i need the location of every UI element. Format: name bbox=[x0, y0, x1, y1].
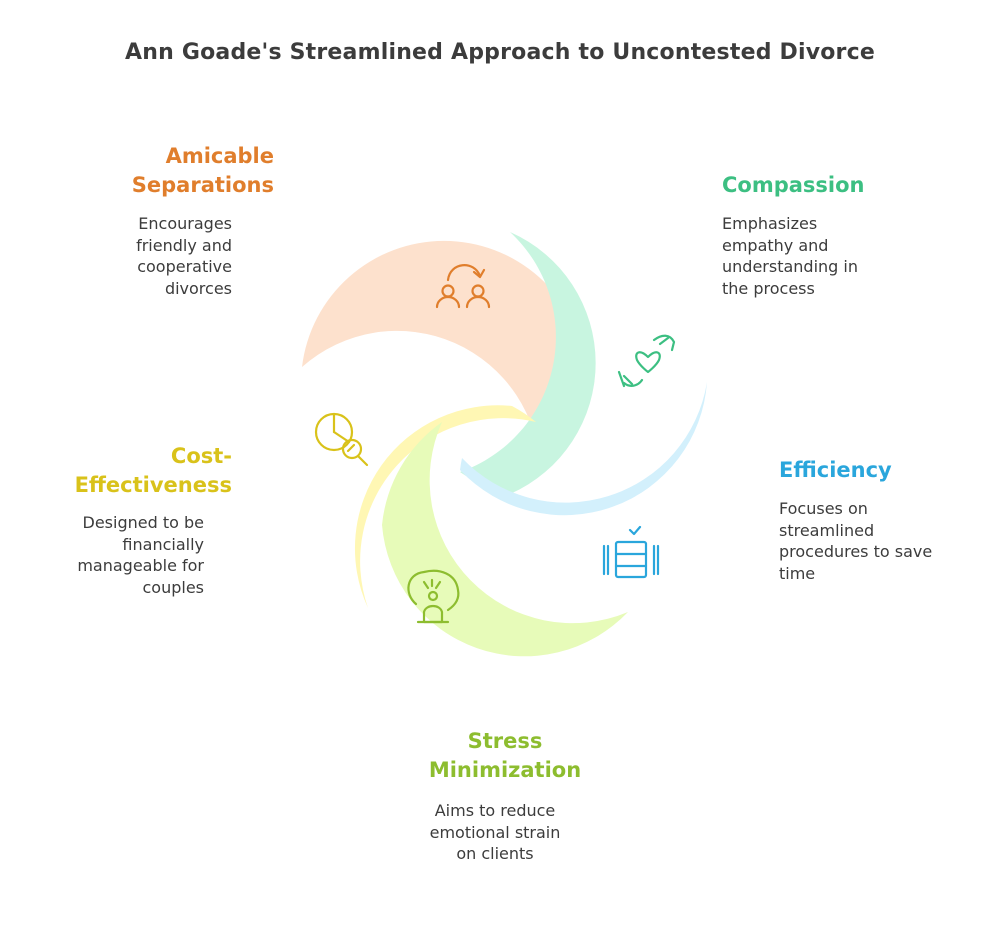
petal-amicable bbox=[302, 240, 586, 472]
description-line: the process bbox=[722, 278, 815, 298]
petal-stress bbox=[382, 422, 628, 657]
pie-chart-search-icon bbox=[314, 412, 369, 467]
stress-heading-line: Minimization bbox=[428, 758, 582, 782]
stress-heading-line: Stress bbox=[467, 729, 543, 753]
amicable-heading: Amicable Separations bbox=[60, 142, 274, 200]
petal-efficiency bbox=[460, 382, 707, 516]
description-line: understanding in bbox=[722, 257, 858, 276]
description-line: Focuses on bbox=[779, 499, 868, 518]
description-line: Designed to be bbox=[82, 513, 204, 532]
description-line: on clients bbox=[456, 844, 534, 863]
server-check-icon bbox=[602, 525, 660, 579]
cost-heading-line: Effectiveness bbox=[74, 473, 232, 497]
petal-cost bbox=[354, 405, 536, 608]
efficiency-heading: Efficiency bbox=[779, 458, 892, 482]
description-line: financially bbox=[122, 534, 204, 554]
description-line: friendly and bbox=[136, 235, 232, 255]
description-line: streamlined bbox=[779, 520, 875, 540]
description-line: manageable for bbox=[77, 556, 204, 575]
description-line: Encourages bbox=[138, 214, 232, 233]
stress-heading: Stress Minimization bbox=[380, 727, 630, 785]
petal-compassion bbox=[460, 232, 596, 494]
cost-heading: Cost- Effectiveness bbox=[20, 442, 232, 500]
stress-description: Aims to reduce emotional strain on clien… bbox=[380, 800, 610, 865]
description-line: cooperative bbox=[137, 257, 232, 276]
description-line: time bbox=[779, 563, 816, 583]
diagram-title: Ann Goade's Streamlined Approach to Unco… bbox=[125, 40, 875, 65]
description-line: divorces bbox=[164, 278, 232, 298]
description-line: procedures to save bbox=[779, 542, 933, 561]
people-exchange-icon bbox=[435, 264, 491, 309]
description-line: Aims to reduce bbox=[434, 801, 556, 820]
cost-description: Designed to be financially manageable fo… bbox=[20, 512, 204, 598]
efficiency-description: Focuses on streamlined procedures to sav… bbox=[779, 498, 979, 584]
amicable-description: Encourages friendly and cooperative divo… bbox=[40, 213, 232, 299]
amicable-heading-line: Separations bbox=[131, 173, 274, 197]
description-line: emotional strain bbox=[429, 822, 561, 842]
hands-heart-icon bbox=[617, 334, 676, 388]
compassion-heading: Compassion bbox=[722, 173, 865, 197]
description-line: empathy and bbox=[722, 235, 829, 255]
compassion-description: Emphasizes empathy and understanding in … bbox=[722, 213, 962, 299]
description-line: couples bbox=[142, 577, 204, 597]
cost-heading-line: Cost- bbox=[170, 444, 232, 468]
amicable-heading-line: Amicable bbox=[165, 144, 274, 168]
description-line: Emphasizes bbox=[722, 214, 818, 233]
calm-person-icon bbox=[407, 569, 460, 624]
